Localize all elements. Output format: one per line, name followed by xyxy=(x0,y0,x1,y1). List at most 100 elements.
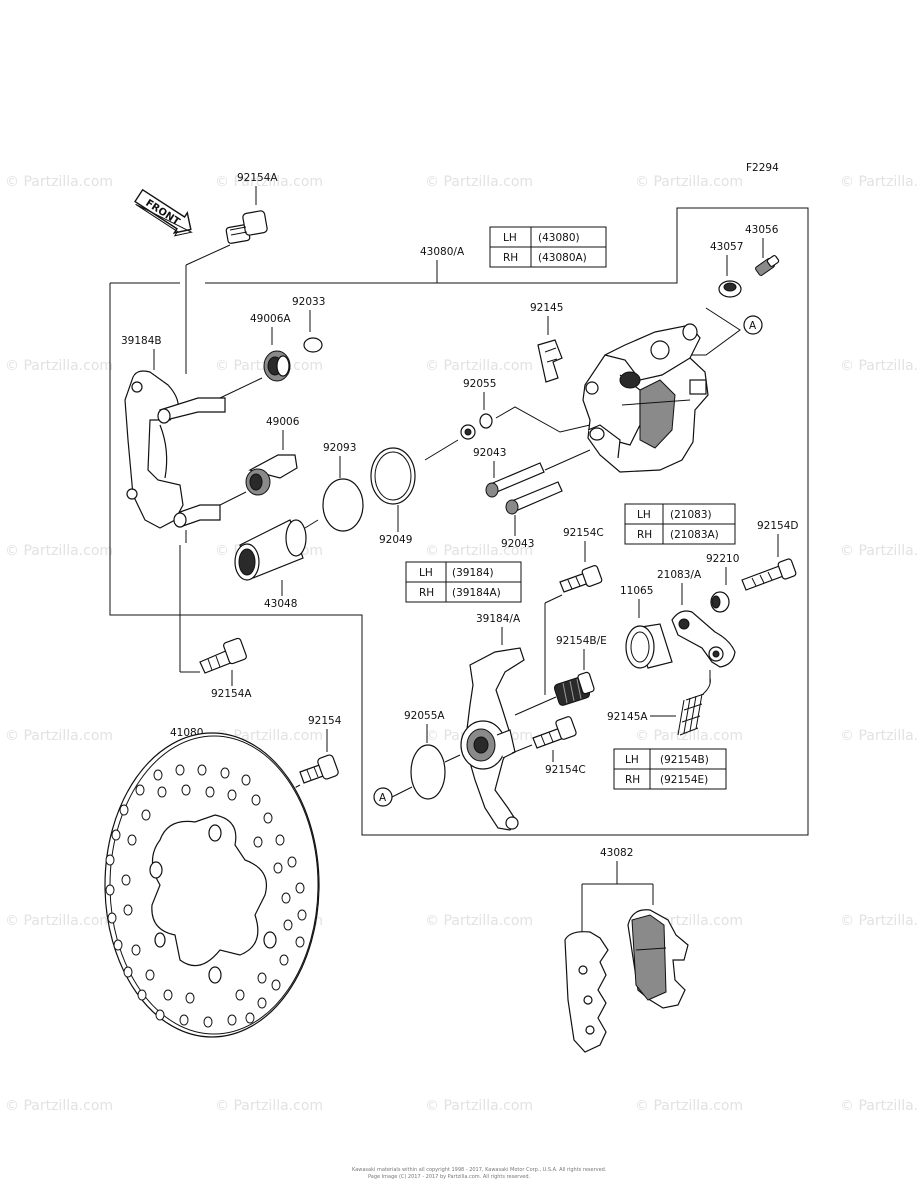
svg-text:RH: RH xyxy=(419,587,434,599)
caliper-body-43080 xyxy=(582,323,709,473)
svg-text:(92154E): (92154E) xyxy=(660,774,708,786)
table-92154: LH (92154B) RH (92154E) xyxy=(613,748,727,790)
watermark: © Partzilla.com xyxy=(425,913,533,929)
footer-copyright: Kawasaki materials within all copyright … xyxy=(352,1167,607,1173)
watermark: © Partzilla.com xyxy=(5,913,113,929)
svg-text:RH: RH xyxy=(637,529,652,541)
bolt-92154C-bottom xyxy=(532,716,577,749)
svg-text:(39184): (39184) xyxy=(452,567,494,579)
label-43082: 43082 xyxy=(600,847,633,859)
label-21083A: 21083/A xyxy=(657,569,702,581)
bracket-39184A xyxy=(460,647,525,831)
watermark: © Partzilla.com xyxy=(840,174,917,190)
svg-text:LH: LH xyxy=(625,754,639,766)
callout-marker-a xyxy=(373,787,393,807)
watermark: © Partzilla.com xyxy=(840,1098,917,1114)
leader-line xyxy=(514,696,557,716)
bleeder-cap-43057 xyxy=(718,280,742,298)
boot-49006A xyxy=(263,350,291,382)
callout-marker-a xyxy=(743,315,763,335)
watermark: © Partzilla.com xyxy=(840,358,917,374)
leader-line xyxy=(219,491,247,506)
watermark: © Partzilla.com xyxy=(635,174,743,190)
leader-line xyxy=(185,244,231,266)
brake-pad-right xyxy=(627,909,689,1009)
callout-marker-a-label: A xyxy=(749,320,757,332)
label-39184B: 39184B xyxy=(121,335,162,347)
svg-text:(39184A): (39184A) xyxy=(452,587,501,599)
watermark: © Partzilla.com xyxy=(425,174,533,190)
watermark: © Partzilla.com xyxy=(840,913,917,929)
label-92145: 92145 xyxy=(530,302,563,314)
svg-text:(21083A): (21083A) xyxy=(670,529,719,541)
spring-92145A xyxy=(677,677,711,736)
slide-pin-92043-b xyxy=(505,481,563,515)
label-92154A-top: 92154A xyxy=(237,172,278,184)
label-43057: 43057 xyxy=(710,241,743,253)
label-92033: 92033 xyxy=(292,296,325,308)
watermark: © Partzilla.com xyxy=(5,543,113,559)
leader-line xyxy=(424,439,459,461)
watermark: © Partzilla.com xyxy=(5,728,113,744)
label-92210: 92210 xyxy=(706,553,739,565)
svg-text:(92154B): (92154B) xyxy=(660,754,709,766)
svg-text:LH: LH xyxy=(419,567,433,579)
front-arrow-icon: FRONT xyxy=(134,188,193,237)
watermark: © Partzilla.com xyxy=(5,358,113,374)
label-49006A: 49006A xyxy=(250,313,291,325)
watermark: © Partzilla.com xyxy=(425,543,533,559)
table-43080: LH (43080) RH (43080A) xyxy=(489,226,607,268)
bolt-92154 xyxy=(299,754,339,784)
label-92154C-bottom: 92154C xyxy=(545,764,586,776)
svg-text:RH: RH xyxy=(625,774,640,786)
seal-92033 xyxy=(303,337,323,353)
slide-pin-92043-a xyxy=(485,462,545,498)
svg-text:LH: LH xyxy=(637,509,651,521)
label-92055: 92055 xyxy=(463,378,496,390)
boot-49006 xyxy=(245,454,298,496)
label-92145A: 92145A xyxy=(607,711,648,723)
figure-code: F2294 xyxy=(746,162,779,174)
watermark: © Partzilla.com xyxy=(215,174,323,190)
oring-92055A xyxy=(410,744,446,800)
watermark: © Partzilla.com xyxy=(425,1098,533,1114)
bolt-92154D xyxy=(741,558,797,591)
bolt-92154A-top xyxy=(225,210,268,244)
table-21083: LH (21083) RH (21083A) xyxy=(624,503,736,545)
label-92154D: 92154D xyxy=(757,520,799,532)
holder-21083A xyxy=(671,610,736,683)
leader-line xyxy=(511,744,533,754)
label-92154A-bottom: 92154A xyxy=(211,688,252,700)
leader-line xyxy=(495,406,591,433)
bolt-92154C-top xyxy=(559,565,603,593)
bolt-92154A-bottom xyxy=(199,637,247,674)
table-39184: LH (39184) RH (39184A) xyxy=(405,561,522,603)
label-92043-a: 92043 xyxy=(473,447,506,459)
leader-line xyxy=(391,786,413,798)
watermark: © Partzilla.com xyxy=(635,1098,743,1114)
label-92154BE: 92154B/E xyxy=(556,635,607,647)
watermark: © Partzilla.com xyxy=(215,1098,323,1114)
seal-92049 xyxy=(370,447,416,505)
bracket-39184B xyxy=(124,370,226,529)
label-43048: 43048 xyxy=(264,598,297,610)
svg-text:(43080A): (43080A) xyxy=(538,252,587,264)
leader-line xyxy=(690,307,741,356)
brake-pad-left xyxy=(564,931,609,1053)
label-49006: 49006 xyxy=(266,416,300,428)
bolt-92154BE xyxy=(553,671,595,706)
leader-line xyxy=(544,449,591,471)
label-92055A: 92055A xyxy=(404,710,445,722)
label-92154C-top: 92154C xyxy=(563,527,604,539)
seal-92093 xyxy=(322,478,364,532)
watermark: © Partzilla.com xyxy=(5,1098,113,1114)
leader-line xyxy=(544,594,563,604)
svg-text:RH: RH xyxy=(503,252,518,264)
watermark: © Partzilla.com xyxy=(635,728,743,744)
watermark: © Partzilla.com xyxy=(425,358,533,374)
leader-line xyxy=(304,519,319,529)
bleeder-valve-43056 xyxy=(755,255,780,276)
pad-spring-92145 xyxy=(537,339,563,383)
label-43056: 43056 xyxy=(745,224,779,236)
label-92093: 92093 xyxy=(323,442,356,454)
